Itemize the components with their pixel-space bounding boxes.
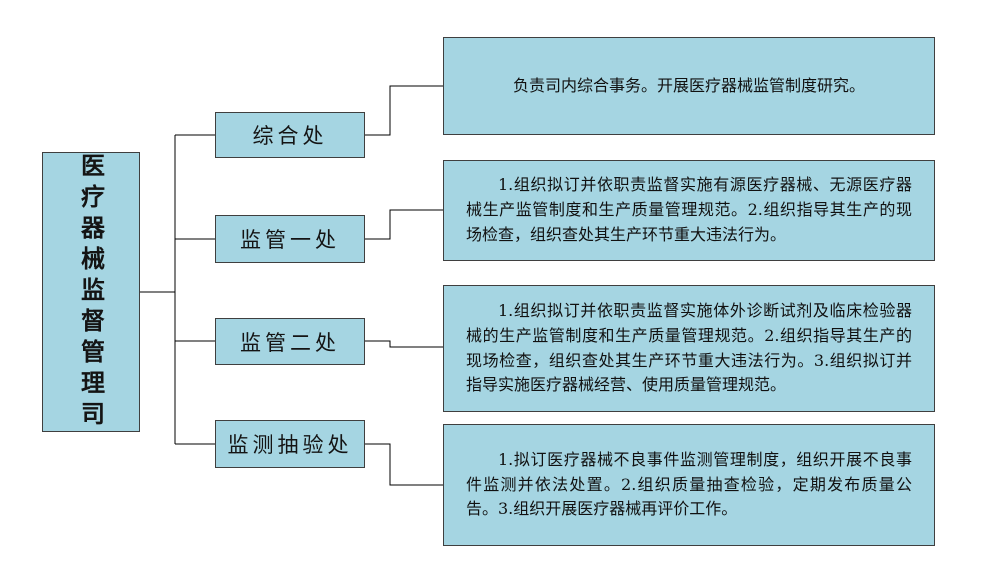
division-node-jianceychouyan: 监测抽验处 [215,420,365,468]
division-node-label: 综合处 [252,124,328,148]
description-node-0: 负责司内综合事务。开展医疗器械监管制度研究。 [443,37,935,135]
division-node-label: 监管二处 [240,330,340,355]
division-node-jianguan1: 监管一处 [215,215,365,263]
root-node: 医疗器械监督管理司 [42,152,140,432]
connector-desc-1 [365,209,443,240]
connector-desc-2 [365,340,443,348]
connector-desc-0 [365,85,443,136]
division-node-jianguan2: 监管二处 [215,318,365,365]
description-node-2: 1.组织拟订并依职责监督实施体外诊断试剂及临床检验器械的生产监管制度和生产质量管… [443,285,935,412]
description-text: 1.拟订医疗器械不良事件监测管理制度，组织开展不良事件监测并依法处置。2.组织质… [466,449,912,519]
description-text: 1.组织拟订并依职责监督实施体外诊断试剂及临床检验器械的生产监管制度和生产质量管… [466,300,912,395]
division-node-label: 监管一处 [240,228,340,252]
division-node-zonghechu: 综合处 [215,112,365,158]
description-text: 1.组织拟订并依职责监督实施有源医疗器械、无源医疗器械生产监管制度和生产质量管理… [466,175,912,244]
description-node-3: 1.拟订医疗器械不良事件监测管理制度，组织开展不良事件监测并依法处置。2.组织质… [443,424,935,546]
division-node-label: 监测抽验处 [227,433,353,457]
root-node-label: 医疗器械监督管理司 [76,152,106,432]
description-text: 负责司内综合事务。开展医疗器械监管制度研究。 [512,75,865,95]
description-node-1: 1.组织拟订并依职责监督实施有源医疗器械、无源医疗器械生产监管制度和生产质量管理… [443,160,935,261]
connector-desc-3 [365,443,443,486]
